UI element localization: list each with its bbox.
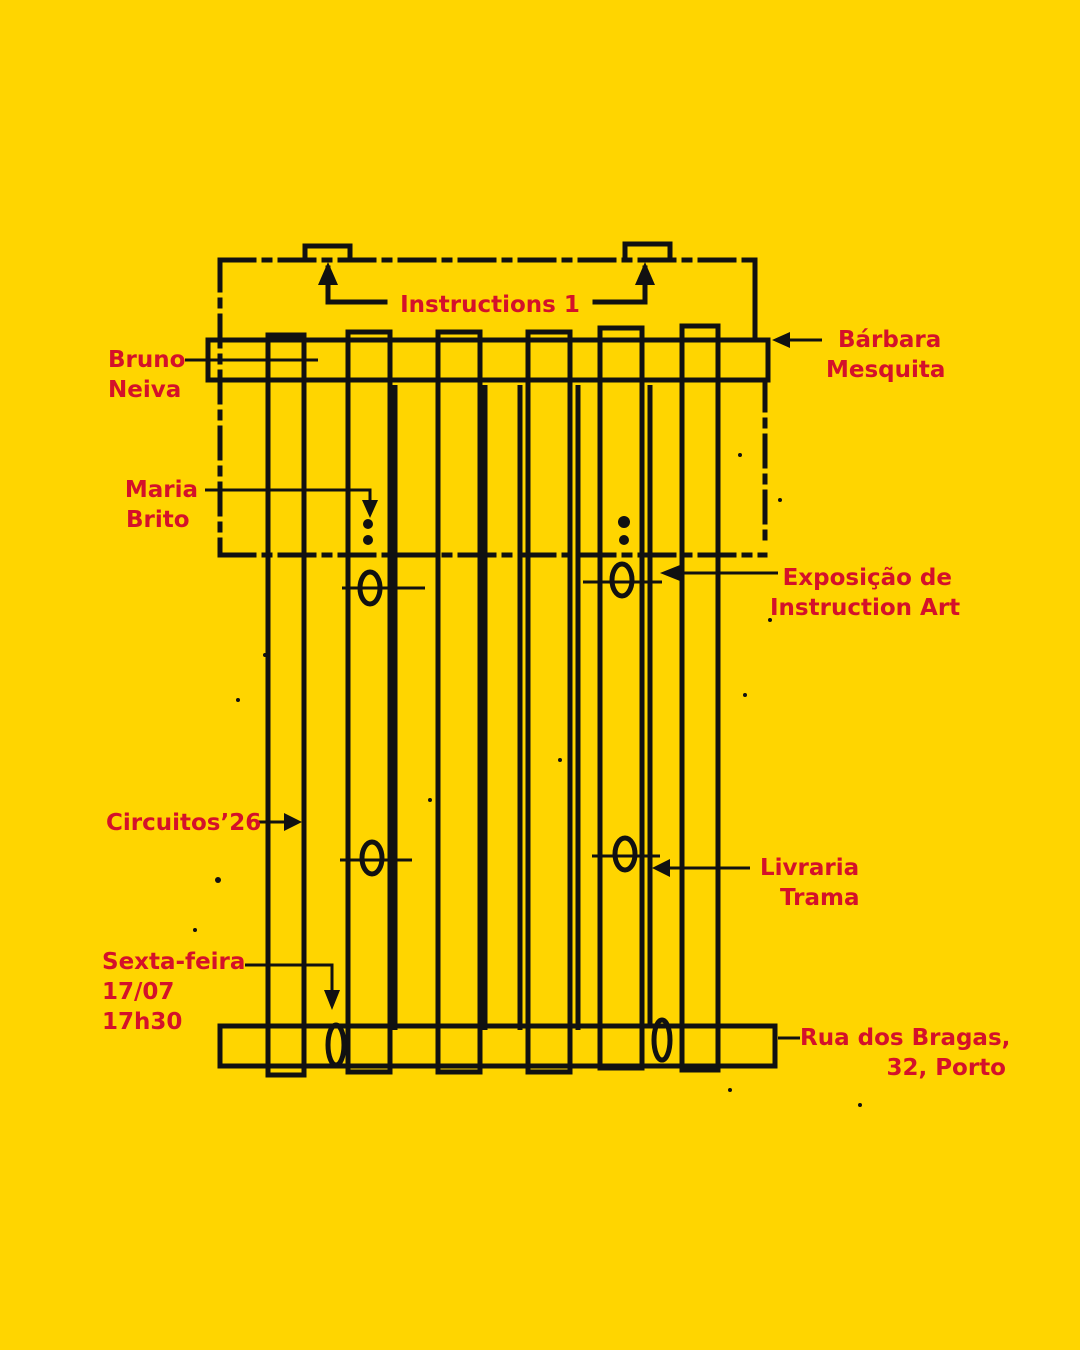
venue-label: Livraria Trama: [760, 853, 860, 913]
leader-date: [245, 963, 334, 992]
event-type-line-2: Instruction Art: [770, 595, 961, 621]
artist-1-last: Neiva: [108, 377, 182, 403]
tab-left: [302, 243, 353, 261]
arrow-maria: [362, 500, 378, 518]
artist-3-label: Maria Brito: [110, 475, 198, 535]
dot-maria-1: [363, 519, 373, 529]
arrow-up-left: [318, 262, 338, 285]
slat-5: [597, 325, 645, 1071]
address-line-1: Rua dos Bragas,: [800, 1025, 1011, 1051]
arrow-exposicao: [660, 565, 680, 581]
venue-line-2: Trama: [780, 885, 860, 911]
artist-1-label: Bruno Neiva: [108, 345, 185, 405]
bolt-3: [359, 839, 385, 877]
address-line-2: 32, Porto: [886, 1055, 1006, 1081]
arrow-circuitos: [284, 813, 302, 831]
event-type-line-1: Exposição de: [782, 565, 952, 591]
title-text: Instructions 1: [400, 292, 580, 318]
arrow-barbara: [772, 332, 790, 348]
slat-4: [525, 329, 573, 1075]
artist-2-last: Mesquita: [826, 357, 946, 383]
arrow-livraria: [652, 859, 670, 877]
slat-2: [345, 329, 393, 1075]
date-label: Sexta-feira 17/07 17h30: [102, 947, 245, 1037]
bolt-5: [325, 1022, 347, 1068]
slat-6: [679, 323, 721, 1073]
date-day: Sexta-feira: [102, 949, 246, 975]
title-label: Instructions 1: [400, 290, 580, 320]
artist-2-first: Bárbara: [838, 327, 942, 353]
bolt-2: [609, 561, 635, 599]
event-type-label: Exposição de Instruction Art: [770, 563, 961, 623]
tab-right: [622, 241, 673, 261]
bolt-6: [651, 1017, 673, 1063]
address-label: Rua dos Bragas, 32, Porto: [800, 1023, 1011, 1083]
dot-right-2: [619, 535, 629, 545]
date-time: 17h30: [102, 1009, 183, 1035]
dot-right-1: [618, 516, 630, 528]
slat-3: [435, 329, 483, 1075]
artist-1-first: Bruno: [108, 347, 186, 373]
bolt-4: [612, 835, 638, 873]
series-text: Circuitos’26: [106, 810, 262, 836]
artist-3-first: Maria: [124, 477, 198, 503]
bottom-bar: [217, 1023, 778, 1069]
date-date: 17/07: [102, 979, 175, 1005]
artist-3-last: Brito: [126, 507, 190, 533]
arrow-up-right: [635, 262, 655, 285]
arrow-date: [324, 990, 340, 1010]
dot-maria-2: [363, 535, 373, 545]
artist-2-label: Bárbara Mesquita: [826, 325, 945, 385]
series-label: Circuitos’26: [106, 808, 261, 838]
leader-maria: [205, 488, 372, 505]
venue-line-1: Livraria: [760, 855, 860, 881]
